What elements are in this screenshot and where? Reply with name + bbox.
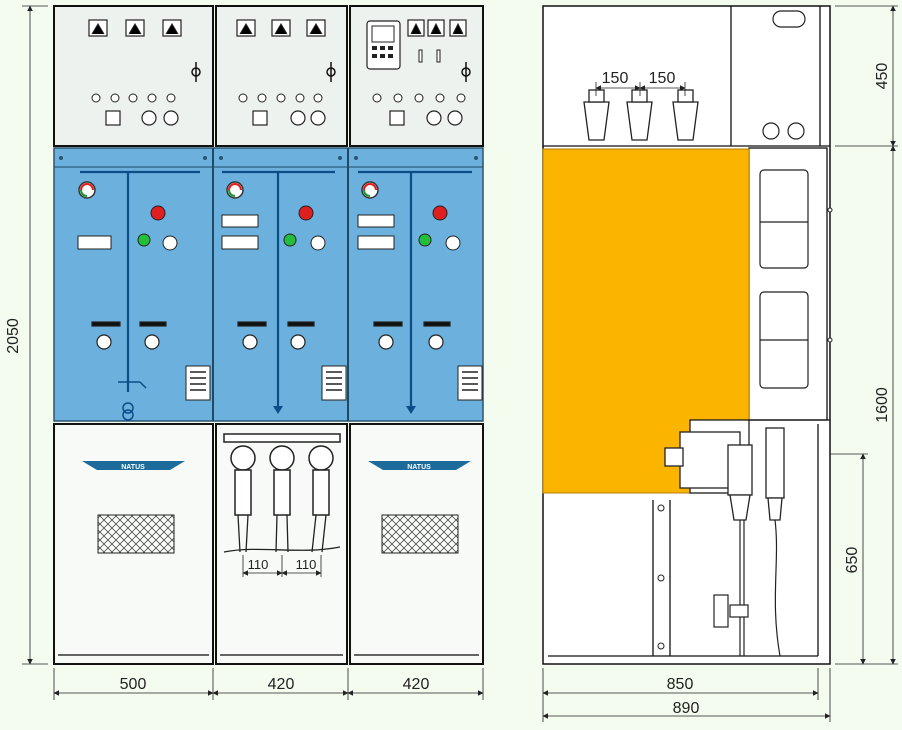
protection-relay-icon — [366, 20, 401, 70]
side-view: 150 150 450 1600 650 850 890 — [542, 5, 898, 722]
side-dimension-lines — [542, 5, 898, 722]
brand-badge-3: NATUS — [368, 461, 471, 471]
mechanism-boxes — [759, 169, 809, 389]
ventilation-grille-1 — [97, 514, 175, 554]
front-width-dim-3: 420 — [403, 676, 430, 693]
front-width-dim-2: 420 — [268, 676, 295, 693]
side-height-dim-1: 450 — [874, 63, 891, 90]
frame-bolts — [657, 207, 833, 650]
cable-terminations — [223, 433, 341, 516]
cable-compartments: NATUS NATUS 110 — [53, 423, 484, 665]
cable-spacing-dim-1: 110 — [248, 557, 269, 572]
earth-clamp — [713, 594, 749, 628]
operating-handle-icons — [137, 205, 461, 251]
key-lock-icons — [191, 62, 471, 82]
indicator-lamps — [91, 93, 466, 103]
ventilation-grille-3 — [381, 514, 459, 554]
cable-connector-assembly — [664, 427, 785, 521]
side-depth-dim-1: 850 — [667, 676, 694, 693]
voltage-indicator-icons — [77, 214, 395, 250]
gas-pressure-gauge-icons — [78, 181, 379, 199]
bushing-spacing-dim-2: 150 — [649, 70, 676, 87]
mimic-section — [53, 147, 484, 422]
earthing-switch-icons — [91, 321, 451, 350]
rating-plate-lines — [190, 371, 478, 391]
side-height-dim-2: 1600 — [874, 387, 891, 423]
mimic-panel — [53, 147, 484, 422]
front-view: NATUS NATUS 110 — [5, 5, 484, 700]
brand-label-1: NATUS — [121, 464, 145, 471]
side-height-dim-3: 650 — [844, 547, 861, 574]
relay-compartments — [53, 5, 484, 147]
panel-dividers — [212, 148, 349, 421]
side-depth-dim-2: 890 — [673, 700, 700, 717]
busbar-lines — [80, 170, 472, 408]
brand-badge-1: NATUS — [82, 461, 185, 471]
cable-lines — [223, 514, 341, 553]
top-bushings — [583, 89, 699, 141]
control-switches — [105, 110, 463, 126]
cable-spacing-dim — [242, 555, 322, 577]
cable-spacing-dim-2: 110 — [296, 557, 317, 572]
strip-bolts — [59, 156, 478, 160]
fuse-transformer-icon — [118, 381, 147, 421]
bushing-spacing-dim-1: 150 — [602, 70, 629, 87]
front-height-dim: 2050 — [5, 318, 22, 354]
brand-label-3: NATUS — [407, 464, 431, 471]
lv-compartment-fittings — [762, 10, 806, 140]
busbar-arrows — [273, 406, 416, 414]
front-dimension-lines — [22, 5, 484, 700]
side-cables — [739, 519, 781, 657]
front-width-dim-1: 500 — [120, 676, 147, 693]
meter-needles — [91, 22, 464, 35]
indicator-slots — [418, 49, 441, 63]
